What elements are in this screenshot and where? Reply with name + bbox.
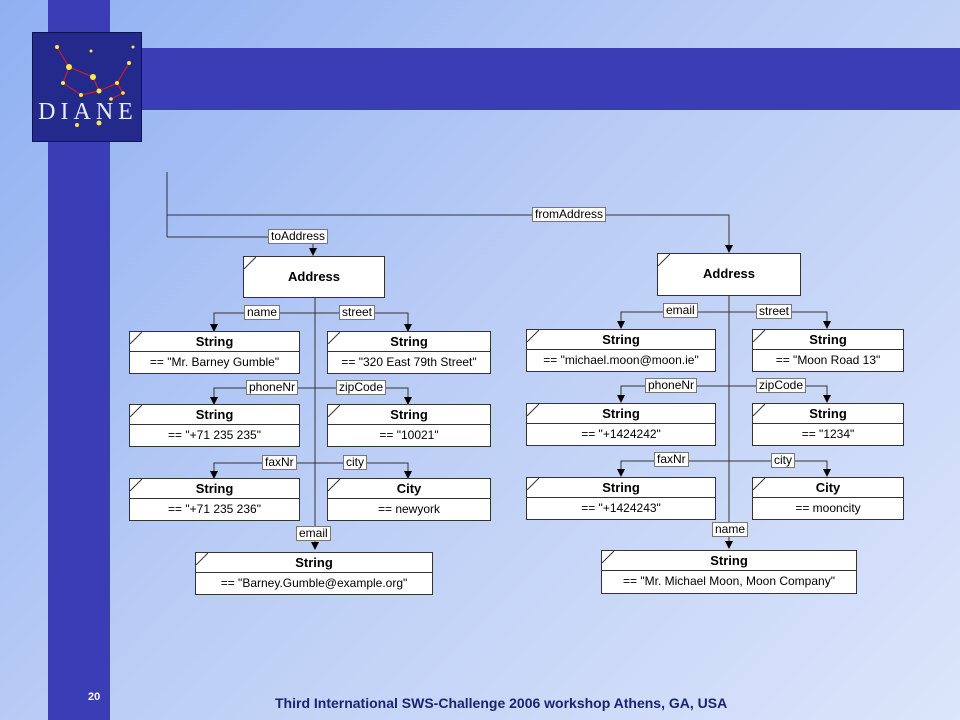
node-title: City: [753, 478, 903, 498]
node-value: == "10021": [379, 428, 439, 442]
right-fax-node: String == "+1424243": [526, 477, 716, 520]
class-corner-icon: [328, 479, 340, 491]
edge-label-fax: faxNr: [262, 455, 297, 470]
node-value: == "1234": [801, 427, 855, 441]
node-title: City: [328, 479, 490, 499]
right-name-node: String == "Mr. Michael Moon, Moon Compan…: [601, 550, 857, 594]
left-email-node: String == "Barney.Gumble@example.org": [195, 552, 433, 595]
right-phone-node: String == "+1424242": [526, 403, 716, 446]
left-address-node: Address: [243, 256, 385, 298]
left-fax-node: String == "+71 235 236": [129, 478, 300, 521]
class-corner-icon: [527, 478, 539, 490]
edge-label-zip: zipCode: [336, 380, 387, 395]
node-title: String: [130, 405, 299, 425]
node-value: == "Moon Road 13": [775, 353, 881, 367]
top-accent-bar: [110, 48, 960, 110]
edge-label-city: city: [343, 455, 367, 470]
node-title: String: [753, 404, 903, 424]
left-city-node: City == newyork: [327, 478, 491, 521]
node-title: String: [130, 332, 299, 352]
node-title: String: [602, 551, 856, 571]
node-title: String: [527, 404, 715, 424]
class-corner-icon: [753, 404, 765, 416]
diane-logo: DIANE: [32, 32, 142, 142]
edge-label-email: email: [296, 526, 331, 541]
edge-label-street: street: [339, 305, 376, 320]
node-value: == "320 East 79th Street": [341, 355, 477, 369]
node-value: == newyork: [377, 502, 441, 516]
class-corner-icon: [328, 405, 340, 417]
class-corner-icon: [328, 332, 340, 344]
footer-text: Third International SWS-Challenge 2006 w…: [275, 695, 728, 711]
edge-label-phone: phoneNr: [246, 380, 299, 395]
edge-label-zip: zipCode: [756, 378, 807, 393]
class-corner-icon: [130, 479, 142, 491]
node-title: String: [527, 330, 715, 350]
logo-text: DIANE: [38, 99, 138, 125]
right-address-node: Address: [657, 253, 801, 296]
constellation-icon: [55, 45, 135, 127]
node-title: Address: [702, 266, 756, 281]
edge-label-city: city: [771, 453, 795, 468]
left-zip-node: String == "10021": [327, 404, 491, 447]
node-title: String: [753, 330, 903, 350]
node-value: == "michael.moon@moon.ie": [543, 353, 699, 367]
edge-label-name: name: [244, 305, 281, 320]
edge-label-phone: phoneNr: [645, 378, 698, 393]
class-corner-icon: [658, 254, 670, 266]
node-value: == "Barney.Gumble@example.org": [220, 576, 408, 590]
node-value: == "Mr. Barney Gumble": [149, 355, 280, 369]
class-corner-icon: [244, 257, 256, 269]
right-zip-node: String == "1234": [752, 403, 904, 446]
class-corner-icon: [196, 553, 208, 565]
class-corner-icon: [602, 551, 614, 563]
node-title: Address: [287, 269, 341, 284]
right-email-node: String == "michael.moon@moon.ie": [526, 329, 716, 372]
class-corner-icon: [130, 405, 142, 417]
node-title: String: [328, 405, 490, 425]
left-name-node: String == "Mr. Barney Gumble": [129, 331, 300, 374]
edge-label-email: email: [663, 303, 698, 318]
node-value: == mooncity: [795, 501, 861, 515]
node-value: == "+1424242": [581, 427, 661, 441]
node-title: String: [328, 332, 490, 352]
node-title: String: [527, 478, 715, 498]
node-value: == "Mr. Michael Moon, Moon Company": [623, 574, 835, 588]
class-corner-icon: [527, 404, 539, 416]
right-street-node: String == "Moon Road 13": [752, 329, 904, 372]
page-number: 20: [88, 691, 101, 703]
node-value: == "+71 235 236": [168, 502, 261, 516]
class-corner-icon: [753, 478, 765, 490]
class-corner-icon: [527, 330, 539, 342]
class-corner-icon: [753, 330, 765, 342]
node-title: String: [130, 479, 299, 499]
edge-label-fax: faxNr: [654, 452, 689, 467]
left-street-node: String == "320 East 79th Street": [327, 331, 491, 374]
edge-label-from-address: fromAddress: [532, 207, 607, 222]
left-phone-node: String == "+71 235 235": [129, 404, 300, 447]
right-city-node: City == mooncity: [752, 477, 904, 520]
edge-label-to-address: toAddress: [268, 229, 329, 244]
edge-label-street: street: [756, 304, 793, 319]
node-title: String: [196, 553, 432, 573]
edge-label-name: name: [712, 522, 749, 537]
node-value: == "+71 235 235": [168, 428, 261, 442]
class-corner-icon: [130, 332, 142, 344]
node-value: == "+1424243": [581, 501, 661, 515]
